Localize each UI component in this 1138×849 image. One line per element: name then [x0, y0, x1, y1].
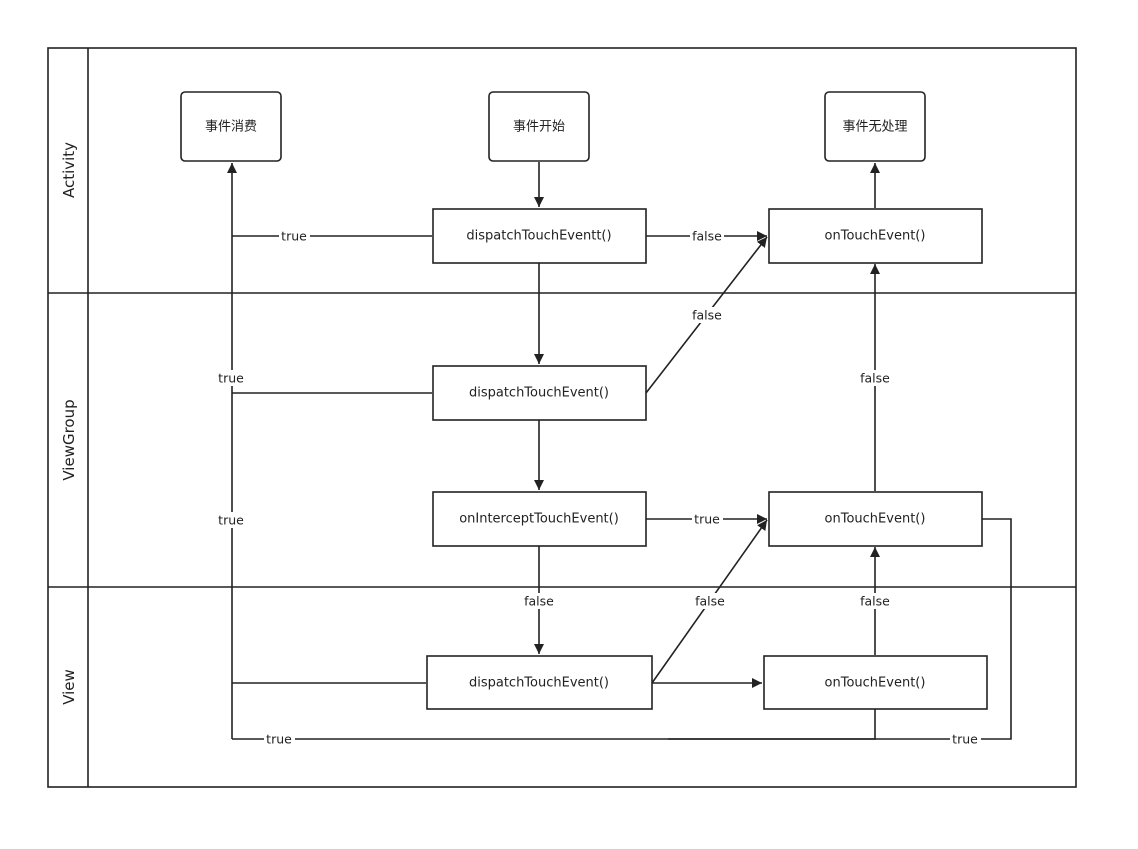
node-viewgroup-ontouch: onTouchEvent()	[768, 491, 983, 547]
node-view-ontouch: onTouchEvent()	[763, 655, 988, 710]
label-activity-dispatch-false: false	[692, 229, 722, 244]
label-view-dispatch-false: false	[695, 594, 725, 609]
node-activity-ontouch-label: onTouchEvent()	[825, 229, 926, 244]
node-viewgroup-dispatch-label: dispatchTouchEvent()	[469, 386, 609, 401]
node-activity-ontouch: onTouchEvent()	[768, 208, 983, 264]
lane-title-viewgroup: ViewGroup	[60, 399, 78, 480]
node-view-ontouch-label: onTouchEvent()	[825, 676, 926, 691]
label-viewgroup-ontouch-false: false	[860, 371, 890, 386]
node-start-label: 事件开始	[513, 120, 565, 135]
node-consumed: 事件消费	[180, 91, 282, 162]
label-activity-dispatch-true: true	[281, 229, 307, 244]
node-activity-dispatch: dispatchTouchEventt()	[432, 208, 647, 264]
label-viewgroup-dispatch-false: false	[692, 308, 722, 323]
node-view-dispatch-label: dispatchTouchEvent()	[469, 676, 609, 691]
node-unhandled: 事件无处理	[824, 91, 926, 162]
edge-view-ontouch-true	[232, 709, 876, 740]
node-viewgroup-intercept-label: onInterceptTouchEvent()	[459, 512, 619, 527]
node-view-dispatch: dispatchTouchEvent()	[426, 655, 653, 710]
label-viewgroup-dispatch-true: true	[218, 371, 244, 386]
node-viewgroup-intercept: onInterceptTouchEvent()	[432, 491, 647, 547]
label-intercept-false: false	[524, 594, 554, 609]
label-viewgroup-ontouch-true: true	[952, 732, 978, 747]
lane-title-view: View	[60, 669, 78, 705]
label-view-ontouch-false: false	[860, 594, 890, 609]
node-start: 事件开始	[488, 91, 590, 162]
node-activity-dispatch-label: dispatchTouchEventt()	[466, 229, 611, 244]
swimlane-frame	[47, 47, 1077, 788]
node-viewgroup-ontouch-label: onTouchEvent()	[825, 512, 926, 527]
label-intercept-true: true	[694, 512, 720, 527]
label-view-ontouch-true: true	[266, 732, 292, 747]
edge-labels: true false false true false true true fa…	[215, 228, 981, 747]
node-consumed-label: 事件消费	[205, 120, 257, 135]
label-consume-true: true	[218, 513, 244, 528]
node-viewgroup-dispatch: dispatchTouchEvent()	[432, 365, 647, 421]
lane-title-activity: Activity	[60, 142, 78, 198]
node-unhandled-label: 事件无处理	[842, 120, 907, 135]
edge-viewgroup-ontouch-true	[668, 518, 1012, 740]
